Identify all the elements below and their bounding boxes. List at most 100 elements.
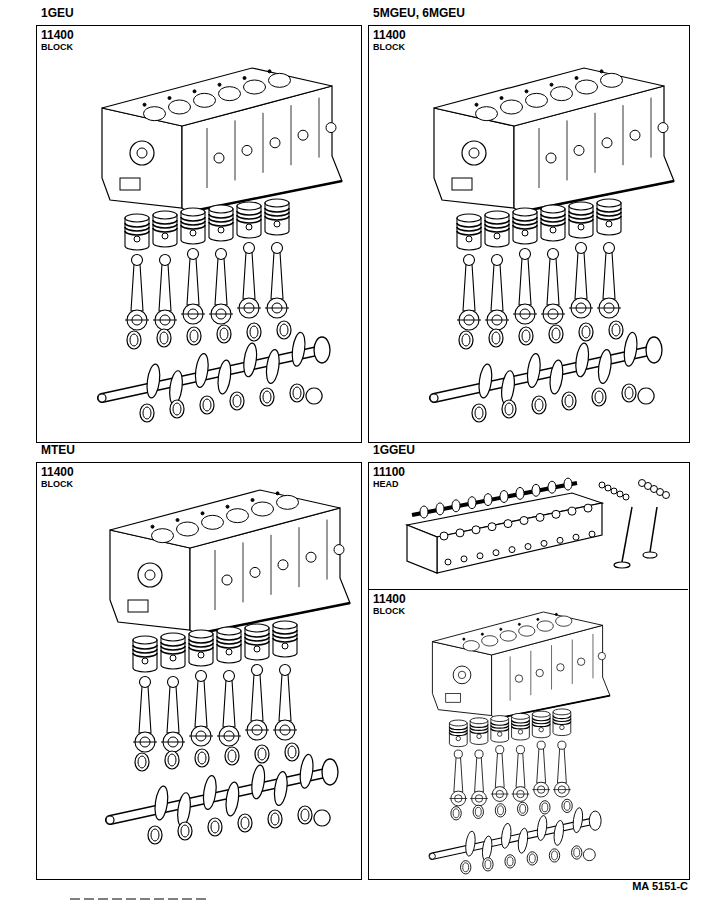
bearing-bore <box>463 863 469 872</box>
valve-lifter <box>440 532 448 540</box>
piston-ring <box>125 223 149 227</box>
crank-shaft <box>434 350 654 398</box>
valve-stem <box>622 507 632 562</box>
counterweight <box>500 823 512 849</box>
bearing-shell <box>489 329 503 347</box>
cam-lobe <box>532 484 540 496</box>
rod-beam <box>491 264 503 311</box>
piston-crown <box>532 711 550 717</box>
counterweight <box>145 363 161 398</box>
piston-ring <box>265 208 289 212</box>
port <box>477 553 483 559</box>
rod-small-end <box>516 746 524 754</box>
model-heading: 1GGEU <box>371 443 417 457</box>
piston-ring <box>569 219 593 223</box>
rod-cap-line <box>153 320 177 321</box>
valve-lifter <box>536 513 544 521</box>
head-bolt <box>243 77 246 80</box>
head-bolt <box>193 90 196 93</box>
bearing-bore <box>498 806 504 815</box>
head-bolt <box>555 613 557 615</box>
bearing-shell <box>187 327 201 345</box>
bearing-bore <box>492 332 500 344</box>
counterweight <box>224 781 240 816</box>
piston-crown <box>245 624 269 632</box>
bearing-bore <box>552 851 558 860</box>
rod-beam <box>475 757 484 792</box>
rod-small-end <box>464 255 475 266</box>
piston-ring <box>133 653 157 657</box>
rod-small-end <box>252 665 263 676</box>
rod-beam <box>271 252 283 299</box>
counterweight <box>153 785 169 820</box>
piston <box>513 212 537 244</box>
piston-ring <box>245 633 269 637</box>
bearing-bore <box>228 750 236 762</box>
block-boss <box>278 560 288 570</box>
piston-ring <box>245 637 269 641</box>
bearing-shell <box>157 329 171 347</box>
piston <box>189 634 213 666</box>
valve-keeper <box>599 482 605 488</box>
part-name: BLOCK <box>373 606 406 616</box>
engine-assembly <box>429 612 610 874</box>
piston <box>569 206 593 238</box>
block-rib <box>299 527 300 587</box>
bearing-bore <box>582 326 590 338</box>
block-rib <box>319 98 320 158</box>
block-rib <box>263 113 264 173</box>
cylinder-bore <box>601 73 623 87</box>
block-rib <box>651 98 652 158</box>
bearing-shell <box>238 814 252 832</box>
bearing-shell <box>135 753 149 771</box>
crank-shaft <box>110 772 330 820</box>
piston <box>209 209 233 241</box>
block-rib <box>291 105 292 165</box>
piston <box>133 640 157 672</box>
bearing-shell <box>178 822 192 840</box>
rod-cap-line <box>209 314 233 315</box>
rod-cap-line <box>513 314 537 315</box>
crank-shaft <box>432 821 595 857</box>
piston-crown <box>569 202 593 210</box>
rod-cap-line <box>512 794 530 795</box>
piston-ring <box>485 224 509 228</box>
crank-flange <box>314 337 330 363</box>
block-rib <box>623 105 624 165</box>
piston-ring <box>569 215 593 219</box>
cylinder-bore <box>169 100 191 114</box>
piston-pin <box>190 230 196 236</box>
bearing-bore <box>565 395 573 407</box>
block-boss <box>326 123 336 133</box>
port <box>541 540 547 546</box>
piston-crown <box>553 709 571 715</box>
bearing-shell <box>562 392 576 410</box>
piston-pin <box>134 236 140 242</box>
bearing-bore <box>203 399 211 411</box>
rod-beam <box>251 674 263 721</box>
bearing-shell <box>247 323 261 341</box>
bearing-bore <box>520 804 526 813</box>
bearing-bore <box>625 387 633 399</box>
rod-beam <box>215 258 227 305</box>
rod-cap-line <box>265 308 289 309</box>
block-rib <box>215 550 216 610</box>
port <box>589 531 595 537</box>
block-rib <box>592 634 593 678</box>
rod-small-end <box>196 671 207 682</box>
counterweight <box>298 754 314 789</box>
counterweight <box>216 359 232 394</box>
cylinder-bore <box>556 616 572 626</box>
block-boss <box>214 153 224 163</box>
bearing-shell <box>127 331 141 349</box>
head-front <box>437 503 602 573</box>
cylinder-bore <box>219 87 241 101</box>
bearing-bore <box>529 854 535 863</box>
piston-ring <box>449 733 467 736</box>
bearing-shell <box>285 743 299 761</box>
block-rib <box>243 542 244 602</box>
cylinder-bore <box>537 621 553 631</box>
head-side <box>407 525 437 573</box>
rod-small-end <box>604 243 615 254</box>
piston <box>553 712 571 736</box>
